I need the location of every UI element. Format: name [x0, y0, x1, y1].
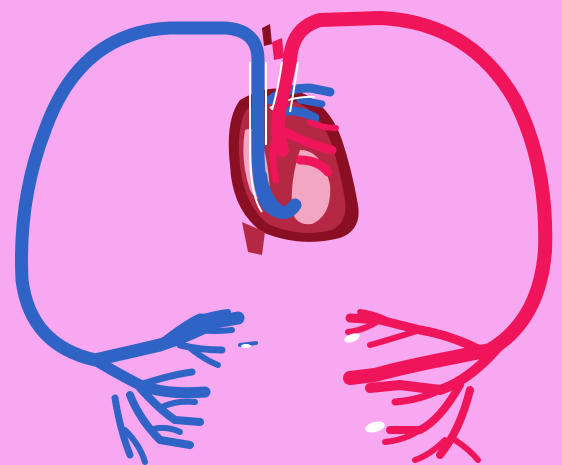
pulmonary-stub	[272, 38, 284, 60]
